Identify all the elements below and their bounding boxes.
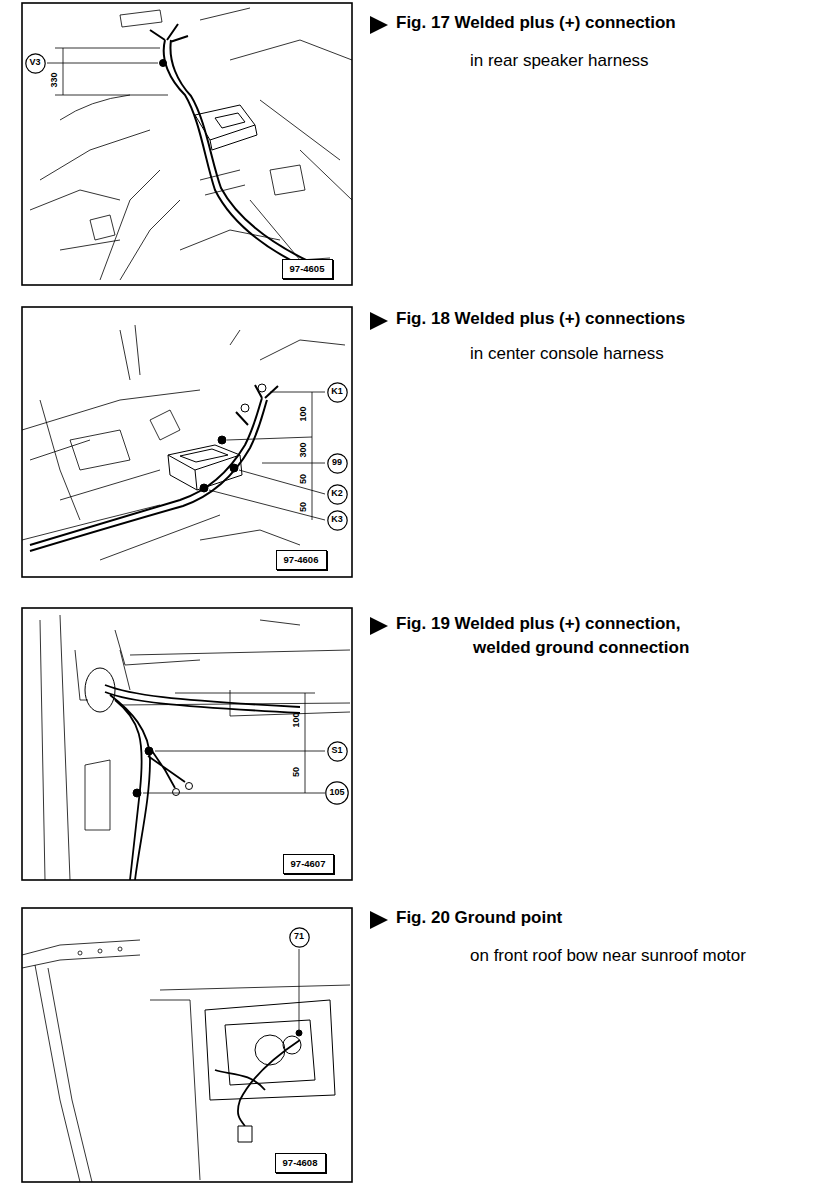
callout-outline <box>327 741 346 760</box>
callout-number: K1 <box>331 387 343 397</box>
callout-circle: 99 <box>327 453 348 474</box>
dimension-line <box>55 48 168 95</box>
callout-outline <box>327 382 346 401</box>
callout-circle: 71 <box>289 927 310 948</box>
callout-number: 71 <box>294 932 304 942</box>
caption-text: in center console harness <box>470 345 664 364</box>
harness-wire <box>215 1040 300 1126</box>
body-sketch <box>40 615 350 880</box>
figure-number: 97-4606 <box>284 555 319 565</box>
caption-text: in rear speaker harness <box>470 52 649 71</box>
caption-text: Fig. 18 Welded plus (+) connections <box>396 310 685 329</box>
harness-wire <box>105 685 300 880</box>
figure-number: 97-4605 <box>290 264 325 274</box>
callout-outline <box>25 53 44 72</box>
callout-circle: 105 <box>325 781 349 805</box>
dimension-value: 100 <box>292 712 302 727</box>
callout-circle: S1 <box>327 741 348 762</box>
callout-outline <box>289 927 308 946</box>
sunroof-motor-sketch <box>205 1000 335 1100</box>
callout-outline <box>326 782 348 804</box>
dimension-line <box>175 693 315 793</box>
figure-number: 97-4608 <box>283 1158 318 1168</box>
callout-circle: K2 <box>327 484 348 505</box>
callout-number: K2 <box>331 489 343 499</box>
figure-frame <box>22 908 352 1182</box>
callout-number: V3 <box>29 58 40 68</box>
ground-point <box>296 1030 302 1036</box>
body-sketch <box>30 8 352 280</box>
figure-number: 97-4607 <box>291 859 326 869</box>
harness-wire <box>30 385 278 551</box>
caption-text: Fig. 20 Ground point <box>396 909 562 928</box>
callout-outline <box>327 510 346 529</box>
callout-outline <box>327 453 346 472</box>
body-hole <box>78 951 82 955</box>
dimension-value: 50 <box>299 502 309 512</box>
body-sketch <box>22 940 350 1182</box>
caption-text: on front roof bow near sunroof motor <box>470 947 746 966</box>
figure-frame <box>22 608 352 880</box>
body-sketch <box>22 325 345 560</box>
caption-text: welded ground connection <box>473 639 689 658</box>
callout-number: K3 <box>331 515 343 525</box>
connector-sketch <box>238 1126 252 1142</box>
console-sketch <box>168 445 242 490</box>
caption-text: Fig. 19 Welded plus (+) connection, <box>396 615 680 634</box>
grommet-opening <box>85 668 115 712</box>
leader-line <box>209 392 325 520</box>
ring-terminal <box>186 783 193 790</box>
callout-outline <box>327 484 346 503</box>
figure-frame <box>22 3 352 285</box>
ring-terminal <box>173 789 180 796</box>
dimension-line <box>312 392 313 520</box>
figure-frame <box>22 307 352 577</box>
figure-number-box: 97-4607 <box>283 854 334 874</box>
dimension-value: 330 <box>50 72 60 87</box>
weld-point <box>160 60 167 67</box>
harness-wire <box>150 24 306 265</box>
caption-arrow <box>370 312 388 330</box>
caption-arrow <box>370 16 388 34</box>
dimension-value: 50 <box>292 767 302 777</box>
weld-point <box>145 747 153 755</box>
weld-point <box>218 436 226 444</box>
callout-number: 105 <box>329 788 344 798</box>
callout-circle: K3 <box>327 510 348 531</box>
figure-number-box: 97-4608 <box>275 1153 326 1173</box>
figure-number-box: 97-4605 <box>282 259 333 279</box>
body-hole <box>98 949 102 953</box>
dimension-value: 100 <box>299 406 309 421</box>
body-hole <box>118 947 122 951</box>
caption-text: Fig. 17 Welded plus (+) connection <box>396 14 676 33</box>
weld-point <box>230 464 238 472</box>
callout-circle: V3 <box>25 53 46 74</box>
figure-number-box: 97-4606 <box>276 550 327 570</box>
caption-arrow <box>370 911 388 929</box>
callout-number: S1 <box>331 746 342 756</box>
leader-line <box>299 949 300 1030</box>
weld-point <box>200 484 208 492</box>
leader-line <box>143 751 325 793</box>
callout-circle: K1 <box>327 382 348 403</box>
dimension-value: 50 <box>299 474 309 484</box>
caption-arrow <box>370 617 388 635</box>
ring-terminal <box>258 384 266 392</box>
motor-sketch <box>255 1035 285 1065</box>
weld-point <box>133 789 141 797</box>
callout-number: 99 <box>332 458 342 468</box>
dimension-value: 300 <box>299 442 309 457</box>
ring-terminal <box>241 404 249 412</box>
leader-line <box>47 63 158 64</box>
